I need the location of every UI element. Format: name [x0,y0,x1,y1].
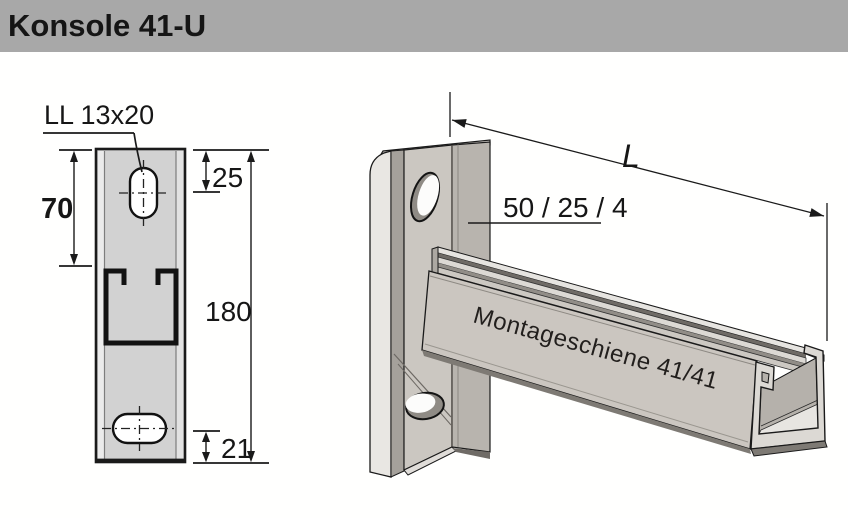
profile-size-label: 50 / 25 / 4 [503,192,628,223]
slot-label: LL 13x20 [44,100,154,130]
slot-callout: LL 13x20 [43,100,154,173]
title-bar: Konsole 41-U [0,0,848,52]
console-left-flange [369,150,392,478]
rail-underside [422,350,751,454]
front-view: LL 13x20 70 25 180 [41,100,269,464]
console-fold-strip [390,149,405,478]
dim-length-label: L [622,138,640,174]
bottom-slot [102,406,177,451]
console-bottom-slot [405,391,445,421]
rail-lip-curl-notch [761,371,770,384]
iso-view: Montageschiene 41/41 L 50 / 25 [369,92,828,478]
console-bottom-shadow [452,448,490,459]
dim-25-label: 25 [212,162,243,193]
console-top-slot [409,171,441,223]
rail-lip-left-cap [431,246,439,276]
rail-end-profile [750,344,828,457]
dim-21: 21 [193,430,252,464]
bracket-left-fold [98,151,105,460]
dim-180: 180 [205,150,255,463]
dim-70-label: 70 [41,193,73,225]
dim-length: L [449,92,828,341]
rail-slot-opening [438,253,806,358]
bracket-right-fold [176,151,184,460]
dim-180-label: 180 [205,296,252,327]
dim-21-label: 21 [221,433,252,464]
page-title: Konsole 41-U [8,8,207,43]
rail-end-underside [750,440,828,457]
rail-3d: Montageschiene 41/41 [421,246,828,457]
profile-callout: 50 / 25 / 4 [468,192,628,224]
top-slot [119,160,168,227]
leader-line [133,132,143,173]
rail-lip-edge [438,263,806,368]
dim-25: 25 [193,150,243,193]
dim-70: 70 [41,149,92,267]
strut-channel-profile [103,268,179,346]
